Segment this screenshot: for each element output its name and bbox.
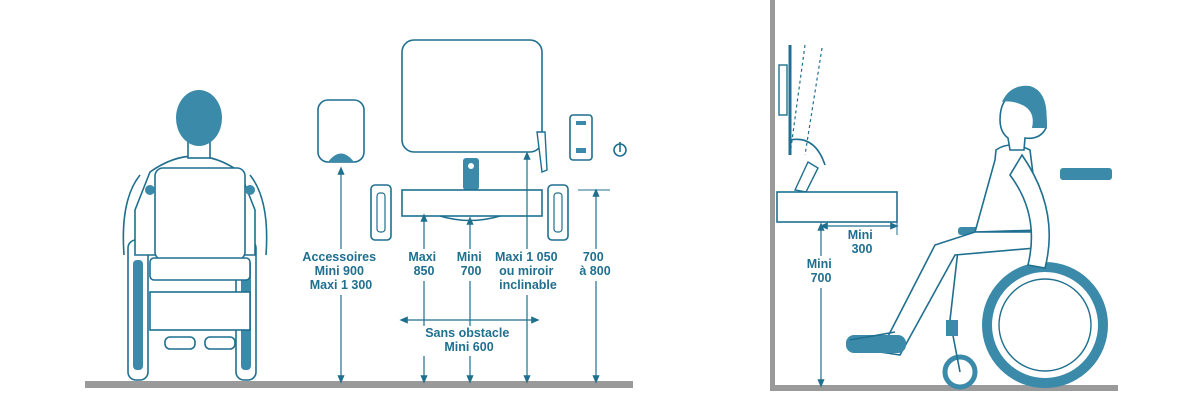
washbasin-side [776,191,898,223]
height-label: Mini 700 [807,257,835,285]
soap-dispenser [569,114,593,161]
towel-dispenser [317,99,365,163]
mirror [401,39,543,153]
mirror-label: Maxi 1 050 ou miroir inclinable [495,250,561,292]
mini-700-label: Mini 700 [457,250,485,278]
washbasin [401,189,543,217]
floor-side [770,385,1118,391]
faucet [463,158,479,190]
grab-bar-label: 700 à 800 [579,250,610,278]
depth-label: Mini 300 [848,228,876,256]
clearance-label: Sans obstacle Mini 600 [425,326,513,354]
wall [770,0,775,390]
side-view: Mini 700 Mini 300 [770,0,1118,391]
maxi-850-label: Maxi 850 [408,250,439,278]
accessories-label: Accessoires Mini 900 Maxi 1 300 [302,250,379,292]
wheelchair-user-side [846,85,1112,390]
front-view: Accessoires Mini 900 Maxi 1 300 Maxi 850… [85,39,633,388]
wheelchair-user-front [122,90,268,381]
floor-front [85,381,633,388]
coat-hook [613,142,627,157]
